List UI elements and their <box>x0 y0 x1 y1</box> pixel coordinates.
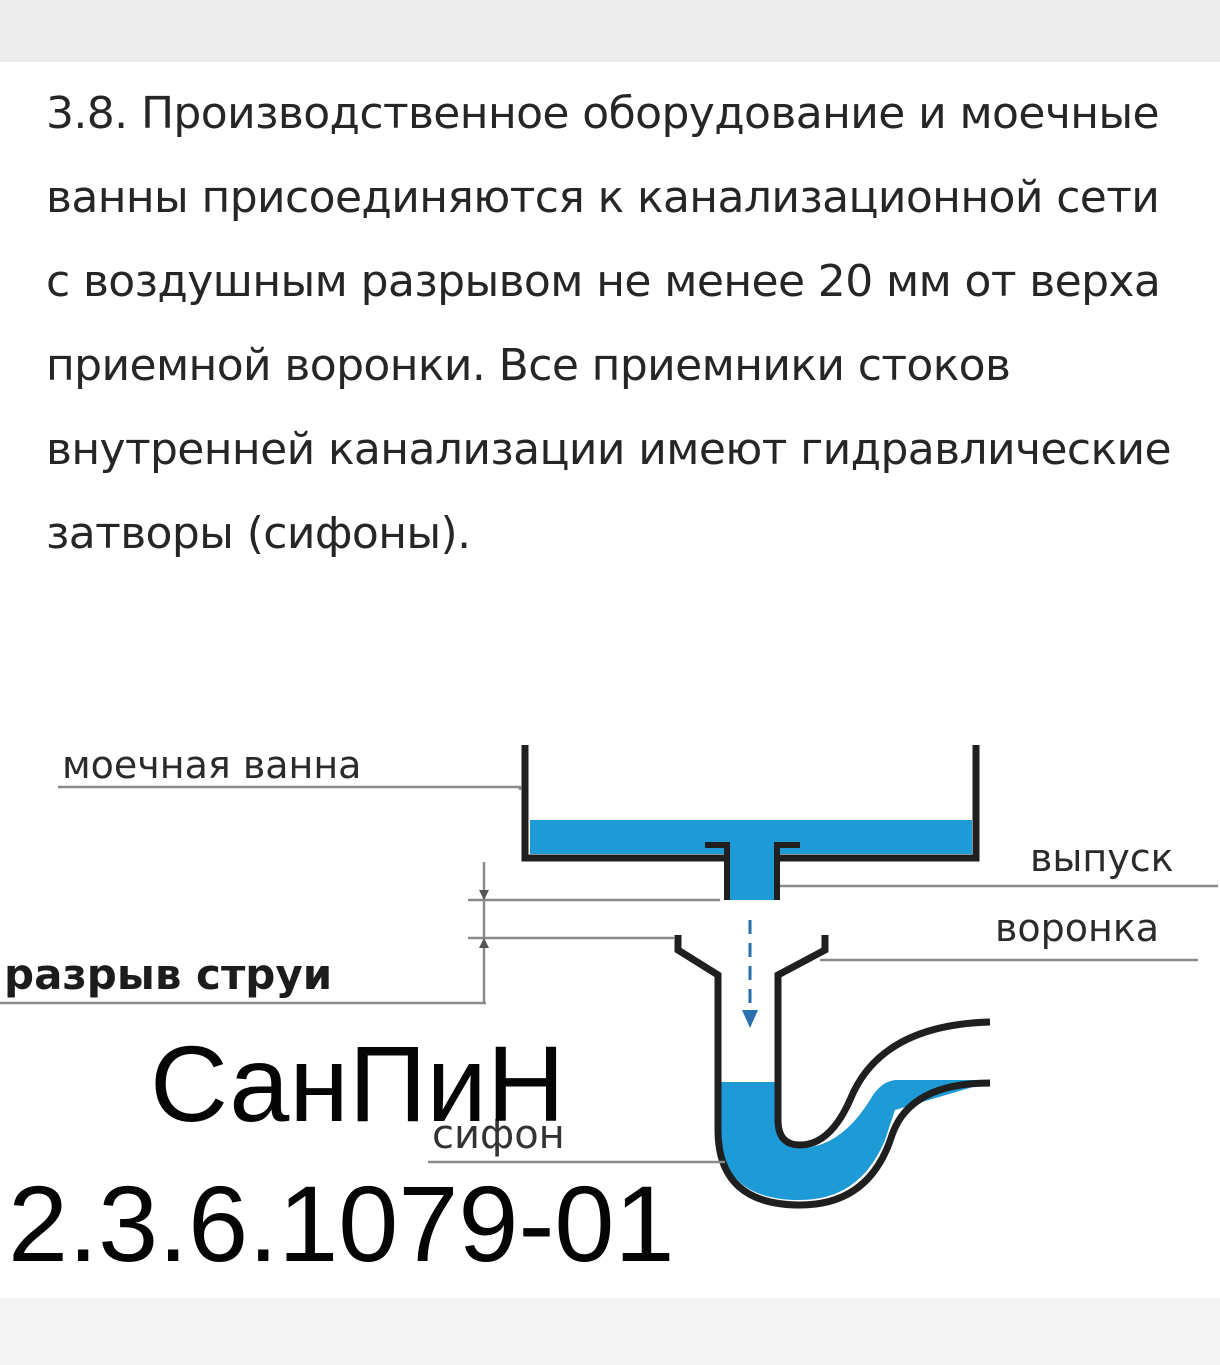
funnel-inner <box>774 935 991 1149</box>
outlet-pipe-water <box>727 838 777 900</box>
overlay-title: СанПиН <box>150 1023 565 1144</box>
gap-arrow-bottom <box>479 938 489 948</box>
label-siphon: сифон <box>432 1112 565 1158</box>
text-card <box>0 62 1220 718</box>
label-gap: разрыв струи <box>4 950 333 999</box>
label-outlet: выпуск <box>1030 836 1174 880</box>
outlet-pipe <box>705 842 800 900</box>
gap-arrow-top <box>479 890 489 900</box>
label-funnel: воронка <box>995 906 1160 950</box>
funnel-outline <box>674 935 991 1209</box>
siphon-water <box>720 1080 990 1200</box>
leader-sink <box>58 785 522 790</box>
overlay-number: 2.3.6.1079-01 <box>8 1163 675 1284</box>
label-sink: моечная ванна <box>62 743 362 787</box>
top-band <box>0 0 1220 62</box>
diagram-area <box>0 718 1220 1298</box>
regulation-paragraph: 3.8. Производственное оборудование и мое… <box>46 88 1172 559</box>
flow-arrow-head <box>742 1010 758 1028</box>
sink-outline <box>521 745 980 862</box>
